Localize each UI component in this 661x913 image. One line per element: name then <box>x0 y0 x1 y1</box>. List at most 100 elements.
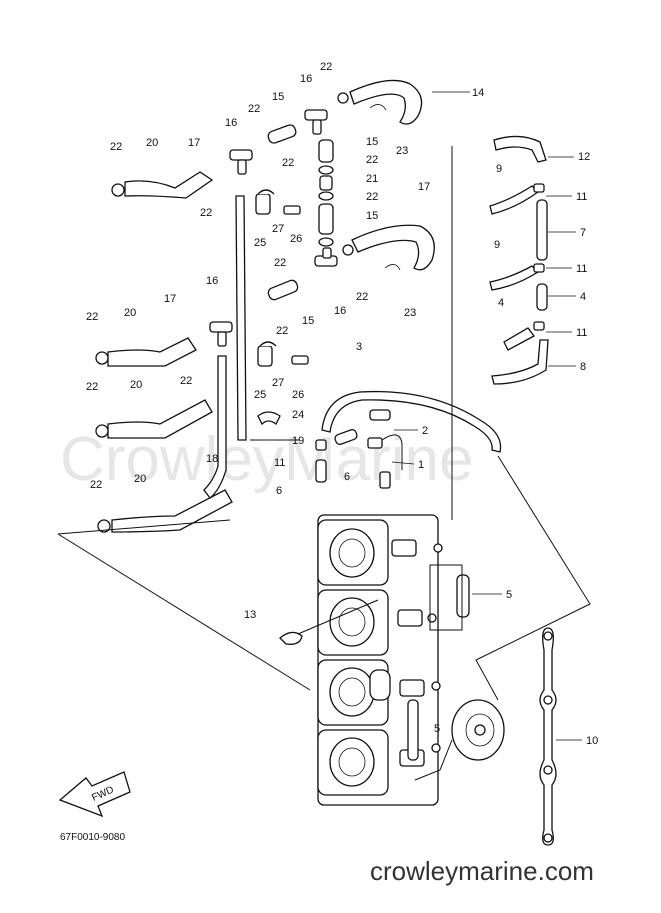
callout-6: 6 <box>276 485 282 497</box>
callout-11: 11 <box>576 327 587 339</box>
callout-12: 12 <box>578 151 590 163</box>
joint-part-11-3 <box>533 321 545 331</box>
holder-part-25-upper <box>255 189 275 215</box>
callout-27: 27 <box>272 377 284 389</box>
callout-19: 19 <box>292 435 304 447</box>
hose-part-8 <box>491 339 549 385</box>
callout-9: 9 <box>496 163 502 175</box>
callout-labels: 22 20 17 16 22 15 16 22 14 22 23 22 15 2… <box>86 61 598 747</box>
callout-16: 16 <box>300 73 312 85</box>
callout-11: 11 <box>576 263 587 275</box>
callout-4: 4 <box>580 291 586 303</box>
callout-1: 1 <box>418 459 424 471</box>
callout-22: 22 <box>86 381 98 393</box>
callout-20: 20 <box>124 307 136 319</box>
carburetor-assembly <box>317 514 443 806</box>
hose-part-6-left <box>315 459 327 483</box>
callout-24: 24 <box>292 409 304 421</box>
hose-part-5-upper <box>456 574 470 618</box>
clip-part-13 <box>279 631 303 645</box>
callout-22: 22 <box>90 479 102 491</box>
joint-part-16-upper-left <box>229 149 253 175</box>
hose-part-3 <box>321 390 502 453</box>
callout-26: 26 <box>290 233 302 245</box>
callout-15: 15 <box>272 91 284 103</box>
callout-22: 22 <box>276 325 288 337</box>
callout-21: 21 <box>366 173 378 185</box>
callout-27: 27 <box>272 223 284 235</box>
joint-part-16-top <box>304 109 328 135</box>
diagram-code: 67F0010-9080 <box>60 832 125 843</box>
hose-part-5-lower <box>407 699 419 761</box>
callout-7: 7 <box>580 227 586 239</box>
bolt-part-26-upper <box>283 205 301 215</box>
bolt-part-26-lower <box>291 355 309 365</box>
clip-part-24 <box>257 411 281 426</box>
callout-22: 22 <box>110 141 122 153</box>
clamp-22-stack-2 <box>318 191 334 201</box>
hose-part-4-right <box>536 283 548 311</box>
callout-17: 17 <box>418 181 430 193</box>
hose-part-9-mid <box>489 265 540 291</box>
callout-22: 22 <box>248 103 260 115</box>
callout-8: 8 <box>580 361 586 373</box>
callout-25: 25 <box>254 237 266 249</box>
callout-16: 16 <box>334 305 346 317</box>
hose-part-18 <box>203 355 227 499</box>
site-footer: crowleymarine.com <box>370 856 594 886</box>
callout-2: 2 <box>422 425 428 437</box>
joint-part-16-mid <box>314 247 338 267</box>
clamp-22-stack-3 <box>318 237 334 247</box>
callout-3: 3 <box>356 341 362 353</box>
hose-part-20-row1 <box>111 171 214 199</box>
callout-10: 10 <box>586 735 598 747</box>
boundary-line-left-top <box>57 519 231 535</box>
callout-22: 22 <box>86 311 98 323</box>
callout-leaders <box>391 91 582 741</box>
callout-22: 22 <box>274 257 286 269</box>
callout-16: 16 <box>206 275 218 287</box>
callout-18: 18 <box>206 453 218 465</box>
clip-part-23-top <box>369 104 387 111</box>
carburetor-unit-1 <box>317 519 389 586</box>
callout-4: 4 <box>498 297 504 309</box>
fwd-arrow: FWD <box>58 771 131 818</box>
callout-15: 15 <box>366 136 378 148</box>
filter-part-21 <box>319 175 333 191</box>
callout-6: 6 <box>344 471 350 483</box>
hose-part-17-mid <box>351 224 435 271</box>
bracket-part-10 <box>539 627 557 846</box>
callout-26: 26 <box>292 389 304 401</box>
clamp-22-stack-1 <box>318 165 334 175</box>
callout-11: 11 <box>274 457 285 469</box>
callout-23: 23 <box>404 307 416 319</box>
carburetor-unit-2 <box>317 589 389 656</box>
hose-part-15-stack-1 <box>318 139 334 163</box>
callout-14: 14 <box>472 87 484 99</box>
callout-20: 20 <box>146 137 158 149</box>
hose-part-6-right <box>334 429 358 445</box>
callout-22: 22 <box>356 291 368 303</box>
callout-17: 17 <box>188 137 200 149</box>
hose-part-19 <box>235 195 247 441</box>
hose-part-20-row4 <box>97 489 233 533</box>
hose-part-4-left <box>503 327 535 351</box>
joint-part-11-1 <box>533 183 545 193</box>
callout-20: 20 <box>130 379 142 391</box>
hose-part-15-stack-2 <box>318 203 334 235</box>
sensor-part-1 <box>367 434 403 489</box>
joint-part-11-2 <box>533 263 545 273</box>
callout-22: 22 <box>320 61 332 73</box>
callout-15: 15 <box>366 210 378 222</box>
joint-part-11-4 <box>315 439 327 451</box>
joint-part-2 <box>369 409 391 421</box>
callout-15: 15 <box>302 315 314 327</box>
hose-part-14 <box>349 79 423 125</box>
hose-part-15-top <box>267 124 297 144</box>
callout-22: 22 <box>366 154 378 166</box>
callout-25: 25 <box>254 389 266 401</box>
boundary-line-pump <box>475 455 591 701</box>
callout-20: 20 <box>134 473 146 485</box>
callout-5: 5 <box>434 723 440 735</box>
callout-17: 17 <box>164 293 176 305</box>
